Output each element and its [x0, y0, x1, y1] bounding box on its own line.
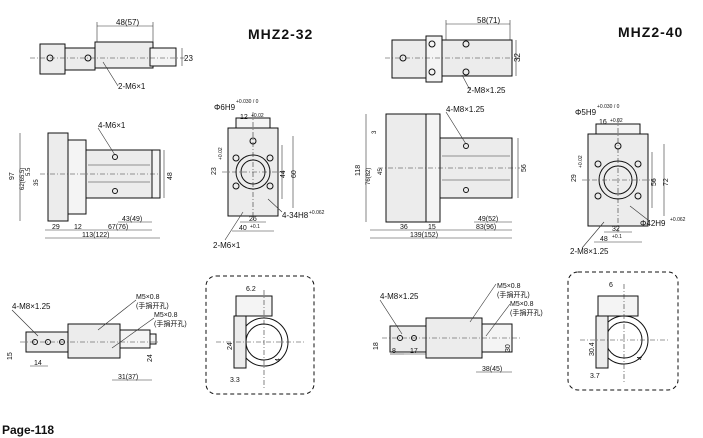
left-side-h2: 44 — [280, 170, 287, 178]
right-top-height: 32 — [513, 53, 522, 62]
right-side-top-tol: +0.02 — [610, 118, 623, 124]
right-side-w2-tol: +0.1 — [612, 234, 622, 240]
right-port-1: M5×0.8 — [497, 283, 521, 290]
page-number: Page-118 — [2, 423, 55, 437]
right-top-view: 58(71) 32 2-M8×1.25 — [385, 16, 522, 95]
right-top-thread: 2-M8×1.25 — [467, 86, 506, 95]
right-front-view: 4-M8×1.25 118 76(82) 3 45 56 49(52) 36 1… — [355, 105, 528, 239]
left-port-2-note: (手捐开孔) — [154, 319, 187, 328]
right-port-w3: 38(45) — [482, 366, 502, 373]
right-side-thread: 2-M8×1.25 — [570, 247, 609, 256]
left-detail-box: 6.2 24 3.3 4 — [205, 275, 315, 395]
right-front-h-c: 45 — [378, 168, 384, 175]
right-side-h3: 72 — [663, 178, 670, 186]
right-front-w-e: 139(152) — [410, 232, 438, 239]
left-side-top-tol: +0.02 — [251, 113, 264, 119]
right-front-w-d: 83(96) — [476, 224, 496, 231]
left-side-h1-tol: +0.02 — [218, 147, 224, 160]
left-side-view: Φ6H9 +0.030 / 0 12 +0.02 23 +0.02 44 60 … — [211, 99, 325, 250]
left-side-bore-tol: +0.062 — [309, 210, 325, 216]
left-side-h1: 23 — [211, 167, 218, 175]
right-side-bore-tol: +0.062 — [670, 217, 686, 223]
left-front-w-e: 113(122) — [82, 232, 110, 239]
left-side-thread: 2-M6×1 — [213, 241, 241, 250]
left-port-w2: 31(37) — [118, 374, 138, 381]
left-detail-d: 4 — [275, 358, 282, 362]
right-side-h2: 56 — [651, 178, 658, 186]
right-port-view: 4-M8×1.25 M5×0.8 (手捐开孔) M5×0.8 (手捐开孔) 18… — [373, 283, 543, 373]
left-front-jaw-h: 48 — [167, 172, 174, 180]
right-side-h1: 29 — [571, 174, 578, 182]
right-front-h-b: 3 — [372, 130, 378, 134]
left-port-1: M5×0.8 — [136, 294, 160, 301]
left-port-d: 24 — [147, 354, 154, 362]
right-port-2-note: (手捐开孔) — [510, 308, 543, 317]
right-detail-c: 4 — [637, 356, 644, 360]
right-front-h-a: 76(82) — [366, 168, 372, 185]
left-front-w-a: 29 — [52, 224, 60, 231]
left-detail-a: 6.2 — [246, 286, 256, 293]
right-port-w2: 17 — [410, 348, 418, 355]
right-side-view: Φ5H9 +0.030 / 0 16 +0.02 29 +0.02 56 72 … — [570, 104, 686, 256]
left-side-h3: 60 — [291, 170, 298, 178]
left-port-1-note: (手捐开孔) — [136, 301, 169, 310]
right-port-w1: 8 — [392, 348, 396, 355]
left-top-width: 48(57) — [116, 18, 139, 27]
right-side-h1-tol: +0.02 — [578, 155, 584, 168]
left-front-view: 4-M6×1 97 62(65.5) 5.5 35 48 43(49) 29 1… — [9, 121, 174, 239]
left-front-thread: 4-M6×1 — [98, 121, 126, 130]
right-top-width: 58(71) — [477, 16, 500, 25]
right-front-h-total: 118 — [355, 165, 362, 176]
right-side-w2: 48 — [600, 236, 608, 243]
left-port-h: 15 — [7, 352, 14, 360]
left-port-view: 4-M8×1.25 M5×0.8 (手捐开孔) M5×0.8 (手捐开孔) 15… — [7, 294, 187, 381]
right-detail-a: 6 — [609, 282, 613, 289]
right-port-h: 18 — [373, 342, 380, 350]
left-detail-b: 24 — [227, 342, 234, 350]
right-front-jaw-h: 56 — [521, 164, 528, 172]
left-front-w-c: 43(49) — [122, 216, 142, 223]
right-front-w-c: 49(52) — [478, 216, 498, 223]
left-front-h-b: 5.5 — [26, 167, 32, 176]
left-top-view: 48(57) 23 2-M6×1 — [30, 18, 193, 91]
left-port-w1: 14 — [34, 360, 42, 367]
left-side-w1: 26 — [249, 216, 257, 223]
left-front-h-a: 62(65.5) — [20, 168, 26, 190]
left-detail-c: 3.3 — [230, 377, 240, 384]
left-top-thread: 2-M6×1 — [118, 82, 146, 91]
right-port-2: M5×0.8 — [510, 301, 534, 308]
left-side-top: 12 — [240, 114, 248, 121]
left-port-thread: 4-M8×1.25 — [12, 302, 51, 311]
left-side-w2: 40 — [239, 225, 247, 232]
left-port-2: M5×0.8 — [154, 312, 178, 319]
right-detail-d: 3.7 — [590, 373, 600, 380]
right-front-w-a: 36 — [400, 224, 408, 231]
right-side-w1: 32 — [612, 226, 620, 233]
right-detail-b: 30.4 — [589, 342, 596, 356]
left-front-w-b: 12 — [74, 224, 82, 231]
left-model-title: MHZ2-32 — [248, 26, 313, 42]
left-front-h-c: 35 — [34, 179, 40, 186]
right-port-thread: 4-M8×1.25 — [380, 292, 419, 301]
right-port-1-note: (手捐开孔) — [497, 290, 530, 299]
left-side-w2-tol: +0.1 — [250, 224, 260, 230]
right-side-bore: Φ42H9 — [640, 219, 666, 228]
right-side-pin: Φ5H9 — [575, 108, 597, 117]
left-front-h-total: 97 — [9, 172, 16, 180]
right-port-d: 30 — [505, 344, 512, 352]
right-model-title: MHZ2-40 — [618, 24, 683, 40]
left-side-bore: 4-34H8 — [282, 211, 309, 220]
left-side-pin: Φ6H9 — [214, 103, 236, 112]
right-front-thread: 4-M8×1.25 — [446, 105, 485, 114]
right-side-pin-tol: +0.030 / 0 — [597, 104, 620, 110]
left-front-w-d: 67(76) — [108, 224, 128, 231]
left-side-pin-tol: +0.030 / 0 — [236, 99, 259, 105]
right-detail-box: 6 30.4 4 3.7 — [567, 271, 679, 391]
left-top-height: 23 — [184, 54, 193, 63]
right-front-w-b: 15 — [428, 224, 436, 231]
right-side-top: 16 — [599, 119, 607, 126]
